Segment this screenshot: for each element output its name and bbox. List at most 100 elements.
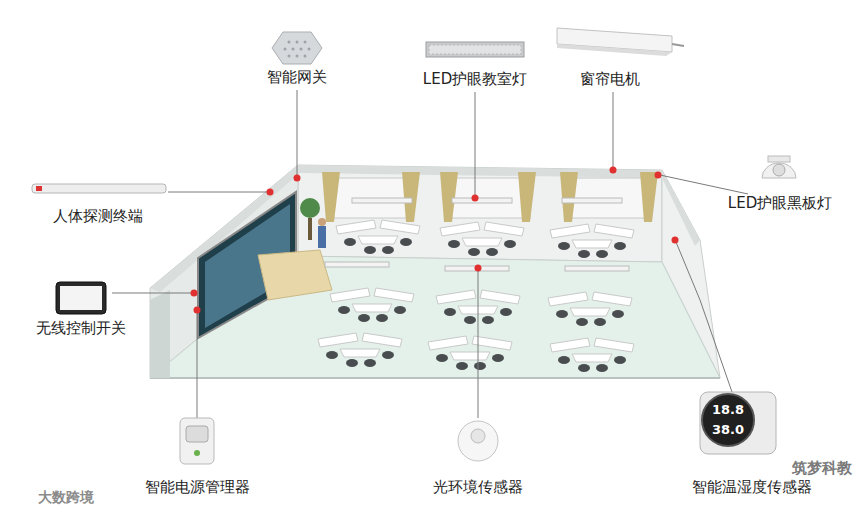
device-label: LED护眼教室灯 bbox=[423, 70, 527, 88]
chair bbox=[364, 246, 376, 254]
desk-cluster bbox=[550, 338, 634, 372]
desk bbox=[570, 308, 610, 316]
desk-cluster bbox=[428, 336, 512, 370]
desk-cluster bbox=[550, 224, 634, 258]
chair bbox=[614, 356, 626, 364]
desk bbox=[480, 290, 520, 304]
device-label: LED护眼黑板灯 bbox=[728, 194, 832, 212]
chair bbox=[464, 316, 476, 324]
power-manager-icon bbox=[180, 418, 214, 464]
teacher-head bbox=[318, 218, 326, 226]
power-socket bbox=[186, 426, 208, 442]
light-sensor-icon bbox=[458, 421, 498, 461]
power-led bbox=[194, 450, 200, 456]
anchor-dot bbox=[672, 237, 679, 244]
blackboard-light-cap bbox=[36, 186, 42, 191]
chair bbox=[468, 248, 480, 256]
display-reading: 18.8 bbox=[712, 402, 744, 418]
anchor-dot bbox=[194, 307, 201, 314]
motion-sensor-lens bbox=[773, 164, 785, 176]
light-sensor-lens bbox=[471, 429, 485, 443]
device-icons bbox=[32, 28, 796, 464]
desk-cluster bbox=[330, 288, 414, 322]
desk bbox=[450, 352, 490, 360]
device-label: 人体探测终端 bbox=[53, 207, 143, 225]
anchor-dot bbox=[267, 189, 274, 196]
ceiling-light bbox=[452, 198, 512, 203]
curtain bbox=[518, 172, 536, 222]
leader-line bbox=[613, 92, 614, 168]
chair bbox=[578, 250, 590, 258]
chair bbox=[394, 306, 406, 314]
curtain-motor-shade bbox=[557, 44, 672, 56]
chair bbox=[400, 238, 412, 246]
anchor-dot bbox=[610, 167, 617, 174]
podium bbox=[258, 250, 332, 300]
curtain bbox=[322, 172, 340, 222]
desk bbox=[358, 236, 398, 244]
curtain bbox=[640, 172, 658, 222]
leader-line bbox=[297, 90, 298, 176]
ceiling-light bbox=[352, 198, 412, 203]
chair bbox=[596, 250, 608, 258]
device-label: 无线控制开关 bbox=[36, 319, 126, 337]
desk bbox=[380, 220, 420, 234]
ceiling-lights bbox=[325, 198, 629, 271]
motion-sensor-mount bbox=[768, 156, 790, 162]
chair bbox=[436, 354, 448, 362]
chair bbox=[326, 351, 338, 359]
desk bbox=[548, 292, 588, 306]
anchor-dot bbox=[475, 265, 482, 272]
leader-line bbox=[676, 242, 732, 392]
door bbox=[150, 290, 170, 378]
chair bbox=[364, 359, 376, 367]
chair bbox=[500, 308, 512, 316]
desk bbox=[594, 224, 634, 238]
anchor-dot bbox=[191, 290, 198, 297]
desk-cluster bbox=[336, 220, 420, 254]
desk bbox=[374, 288, 414, 302]
anchor-dots bbox=[191, 167, 679, 314]
temperature-sensor-icon bbox=[700, 392, 776, 454]
display-reading: 38.0 bbox=[712, 422, 744, 438]
chair bbox=[382, 351, 394, 359]
room bbox=[150, 165, 720, 378]
chair bbox=[448, 240, 460, 248]
curtain bbox=[402, 172, 420, 222]
desk bbox=[550, 224, 590, 238]
curtain-motor-shaft bbox=[672, 44, 684, 46]
back-wall bbox=[298, 165, 662, 262]
desk bbox=[592, 292, 632, 306]
desk bbox=[484, 222, 524, 236]
gateway-icon bbox=[272, 32, 322, 64]
leader-line bbox=[478, 270, 479, 418]
device-label: 窗帘电机 bbox=[580, 70, 640, 88]
desk bbox=[436, 290, 476, 304]
device-label: 光环境传感器 bbox=[433, 478, 523, 496]
leader-lines bbox=[112, 90, 748, 418]
chair bbox=[482, 316, 494, 324]
chair bbox=[344, 238, 356, 246]
chair bbox=[376, 314, 388, 322]
chair bbox=[474, 362, 486, 370]
desk bbox=[362, 333, 402, 347]
desk bbox=[340, 349, 380, 357]
ceiling-light bbox=[562, 198, 622, 203]
desk bbox=[336, 220, 376, 234]
wireless-switch-icon bbox=[56, 282, 106, 314]
chair bbox=[382, 246, 394, 254]
chair bbox=[578, 364, 590, 372]
desk bbox=[550, 338, 590, 352]
chair bbox=[338, 306, 350, 314]
desk bbox=[440, 222, 480, 236]
blackboard-light-icon bbox=[32, 184, 166, 193]
desk-cluster bbox=[318, 333, 402, 367]
plant-stem bbox=[308, 218, 312, 240]
desk bbox=[462, 238, 502, 246]
leader-line bbox=[197, 312, 198, 418]
anchor-dot bbox=[655, 172, 662, 179]
desk bbox=[428, 336, 468, 350]
floor-edge bbox=[150, 377, 720, 379]
window bbox=[448, 178, 530, 218]
